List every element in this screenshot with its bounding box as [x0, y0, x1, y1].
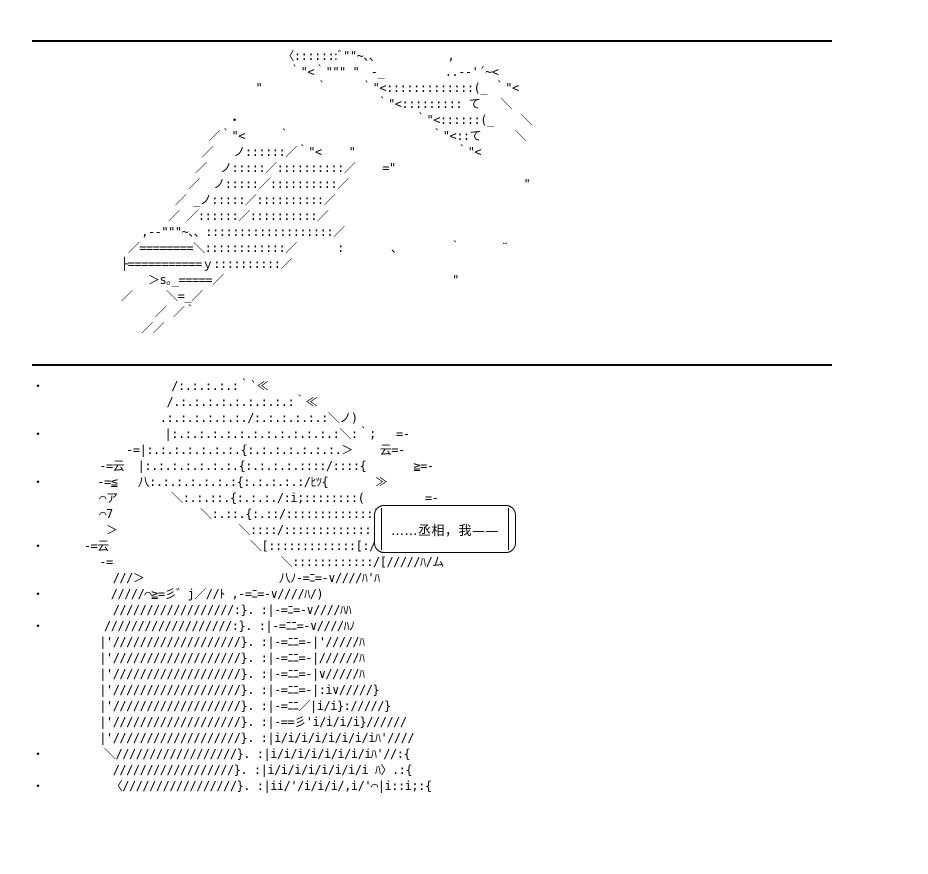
speech-text: ……丞相，我——	[390, 523, 499, 539]
panel-1: 〈:::::::ﾞ""~、、 , ｀"<｀""" " -_ ..‐‐'´~< "…	[0, 44, 928, 362]
bubble-left-bar	[381, 508, 382, 550]
speech-bubble: ……丞相，我——	[374, 505, 516, 553]
top-rule	[32, 40, 832, 42]
bubble-right-bar	[508, 508, 509, 550]
panel-2: ・ /:.:.:.:.:｀`≪ /.:.:.:.:.:.:.:.:.:｀≪ .:…	[0, 368, 928, 874]
ascii-art-panel-2: ・ /:.:.:.:.:｀`≪ /.:.:.:.:.:.:.:.:.:｀≪ .:…	[32, 379, 469, 793]
middle-rule	[32, 364, 832, 366]
ascii-art-panel-1: 〈:::::::ﾞ""~、、 , ｀"<｀""" " -_ ..‐‐'´~< "…	[121, 49, 533, 335]
